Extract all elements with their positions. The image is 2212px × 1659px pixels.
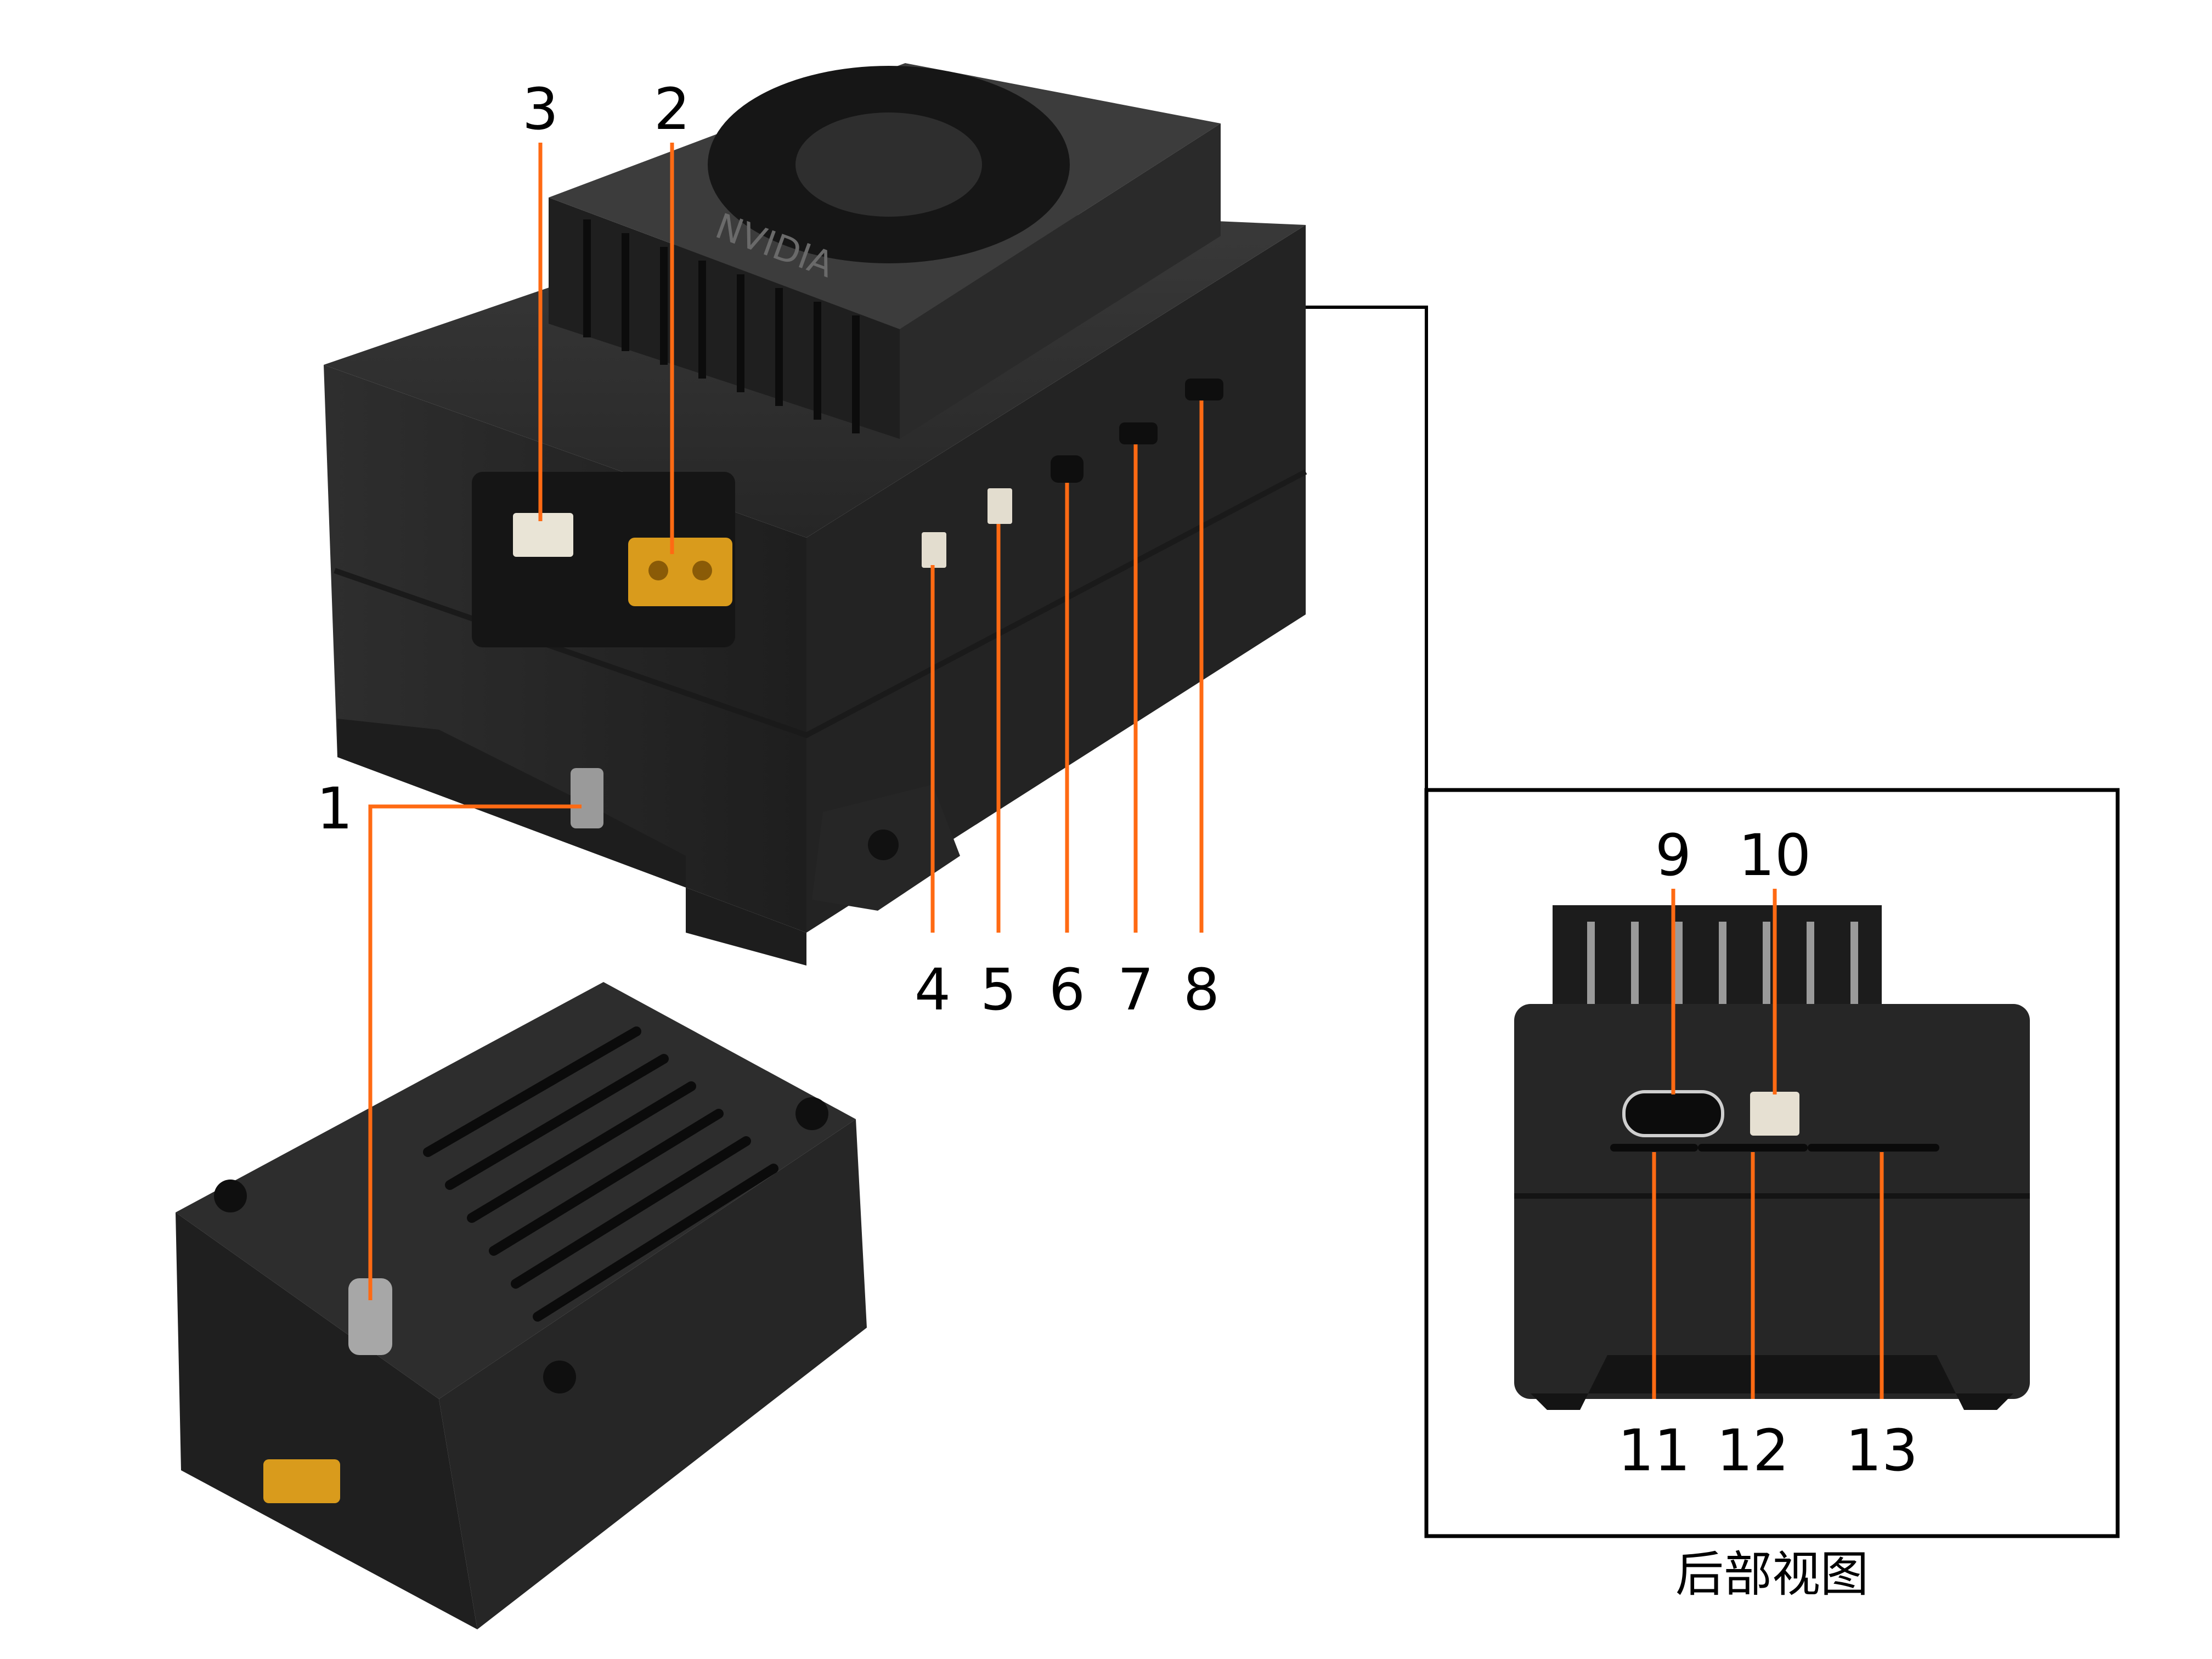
xt-pin-icon xyxy=(648,561,668,580)
fan-hub-icon xyxy=(795,112,982,217)
screw-hole xyxy=(543,1361,576,1393)
callout-4: 4 xyxy=(915,956,951,1023)
heatsink-fins xyxy=(583,219,860,433)
rear-view xyxy=(1514,905,2030,1410)
side-port-7 xyxy=(1119,422,1158,444)
inset-caption: 后部视图 xyxy=(1675,1546,1869,1602)
callout-9: 9 xyxy=(1655,822,1691,889)
callout-labels: 1 2 3 4 5 6 7 8 9 10 11 12 13 xyxy=(317,76,1918,1484)
rear-usb-c-port xyxy=(1622,1090,1724,1137)
underside-side xyxy=(439,1119,867,1629)
callout-10: 10 xyxy=(1739,822,1811,889)
callout-7: 7 xyxy=(1118,956,1154,1023)
heatsink-side xyxy=(900,123,1221,439)
side-port-4 xyxy=(922,532,946,568)
callout-3: 3 xyxy=(522,76,558,143)
underside-xt-connector xyxy=(263,1459,340,1503)
jst-connector xyxy=(513,513,573,557)
underside-device xyxy=(176,982,867,1629)
usb-c-plug xyxy=(348,1278,392,1355)
leader-1 xyxy=(368,804,582,1300)
sd-card-slot-3 xyxy=(1808,1144,1939,1152)
device-base xyxy=(337,719,806,966)
rear-heatsink xyxy=(1553,905,1882,1015)
vent-slots xyxy=(423,1026,778,1322)
rear-heatsink-fins xyxy=(1587,922,1858,1009)
underside-front xyxy=(176,1212,477,1629)
main-device: NVIDIA xyxy=(324,63,1307,966)
leader-lines xyxy=(368,143,1884,1399)
side-port-6 xyxy=(1051,455,1084,483)
callout-13: 13 xyxy=(1846,1417,1918,1484)
callout-1: 1 xyxy=(317,775,353,842)
side-port-5 xyxy=(988,488,1012,524)
rear-body xyxy=(1514,1004,2030,1399)
bottom-pin xyxy=(571,768,603,828)
sd-card-slot-1 xyxy=(1610,1144,1698,1152)
xt-pin-icon xyxy=(692,561,712,580)
side-port-8 xyxy=(1185,379,1223,400)
sd-card-slot-2 xyxy=(1698,1144,1808,1152)
screw-hole xyxy=(214,1180,247,1212)
inset-connector-line xyxy=(1306,306,1428,790)
mounting-hole xyxy=(868,830,899,860)
callout-2: 2 xyxy=(654,76,690,143)
callout-8: 8 xyxy=(1183,956,1220,1023)
rear-jst-port xyxy=(1750,1092,1799,1136)
heatsink-front xyxy=(549,198,900,439)
callout-11: 11 xyxy=(1618,1417,1690,1484)
callout-5: 5 xyxy=(980,956,1017,1023)
rear-feet xyxy=(1531,1355,2013,1410)
callout-6: 6 xyxy=(1049,956,1085,1023)
callout-12: 12 xyxy=(1717,1417,1789,1484)
xt-power-connector xyxy=(628,538,732,606)
screw-hole xyxy=(795,1097,828,1130)
